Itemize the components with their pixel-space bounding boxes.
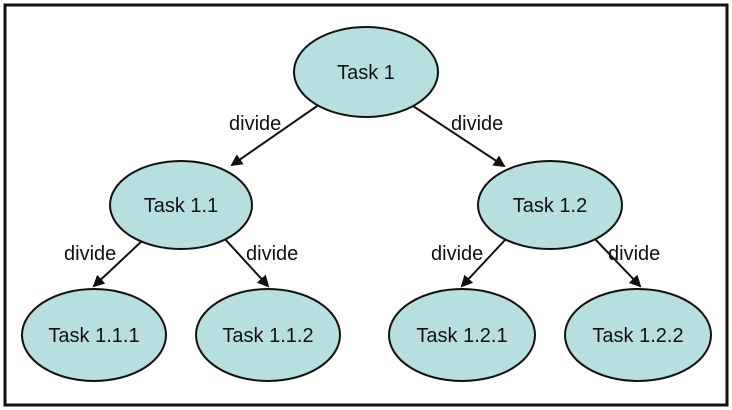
node-task-1-1-2-label: Task 1.1.2: [222, 325, 313, 347]
node-task-1-2-1-shape: [388, 288, 536, 382]
edge-label-task-1-to-task-1-2: divide: [451, 113, 503, 135]
edge-task-1-1-to-task-1-1-2: [223, 237, 270, 288]
node-task-1: Task 1: [293, 26, 439, 118]
node-task-1-label: Task 1: [337, 62, 395, 84]
node-task-1-2-1-label: Task 1.2.1: [416, 325, 507, 347]
edge-label-task-1-2-to-task-1-2-2: divide: [608, 243, 660, 265]
edge-task-1-1-to-task-1-1-1: [92, 239, 144, 288]
edge-label-task-1-to-task-1-1: divide: [229, 113, 281, 135]
diagram-border: [3, 3, 729, 407]
node-task-1-1-2-shape: [195, 288, 341, 382]
node-task-1-1: Task 1.1: [109, 160, 253, 250]
node-task-1-1-1: Task 1.1.1: [21, 288, 167, 382]
node-task-1-2-1: Task 1.2.1: [388, 288, 536, 382]
node-task-1-1-1-shape: [21, 288, 167, 382]
node-task-1-1-shape: [109, 160, 253, 250]
edge-label-task-1-1-to-task-1-1-1: divide: [64, 243, 116, 265]
node-task-1-1-1-label: Task 1.1.1: [48, 325, 139, 347]
edge-task-1-to-task-1-1: [230, 103, 321, 167]
node-task-1-shape: [293, 26, 439, 118]
edge-task-1-to-task-1-2: [409, 103, 506, 168]
node-task-1-2-2-shape: [564, 288, 712, 382]
edge-task-1-2-to-task-1-2-2: [593, 237, 642, 288]
edge-task-1-2-to-task-1-2-1: [460, 239, 506, 288]
edge-label-task-1-2-to-task-1-2-1: divide: [431, 243, 483, 265]
node-task-1-1-label: Task 1.1: [144, 195, 218, 217]
node-task-1-2-shape: [477, 160, 623, 250]
node-task-1-2-label: Task 1.2: [513, 195, 587, 217]
node-task-1-2-2: Task 1.2.2: [564, 288, 712, 382]
node-task-1-1-2: Task 1.1.2: [195, 288, 341, 382]
node-task-1-2-2-label: Task 1.2.2: [592, 325, 683, 347]
node-task-1-2: Task 1.2: [477, 160, 623, 250]
edge-label-task-1-1-to-task-1-1-2: divide: [246, 243, 298, 265]
